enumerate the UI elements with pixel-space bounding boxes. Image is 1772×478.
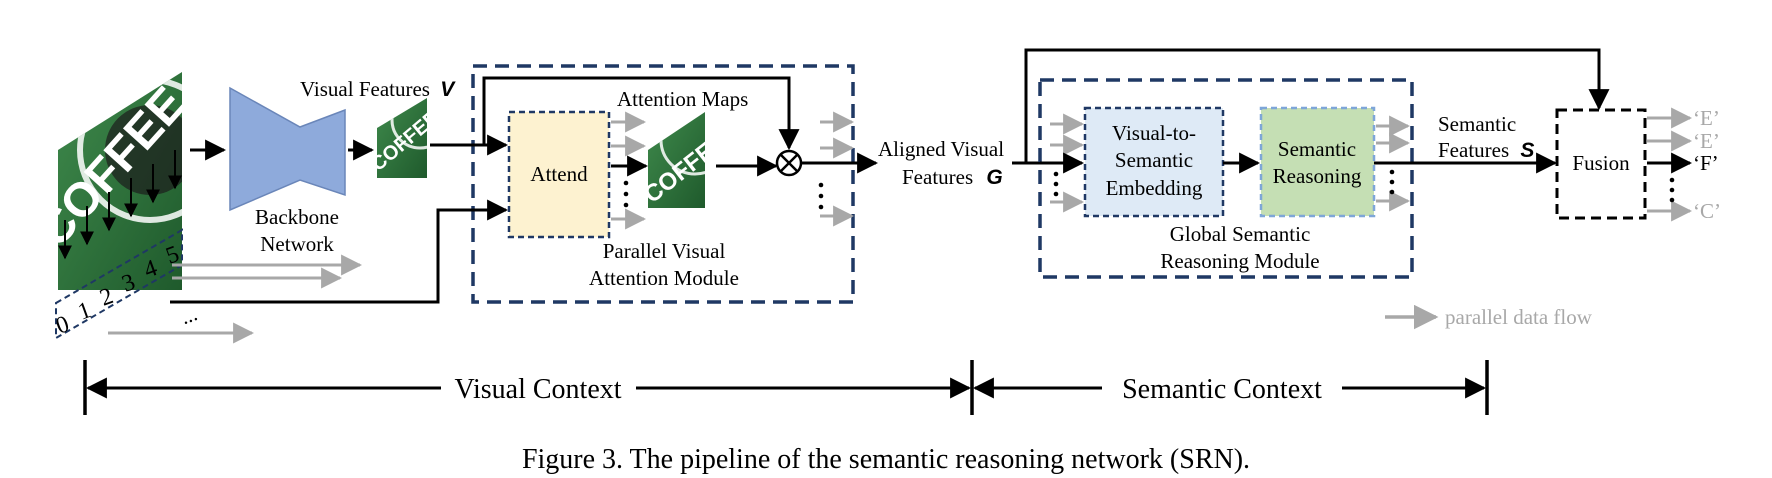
attend-box — [507, 110, 611, 239]
attention-map-image: COFFEE — [648, 112, 705, 208]
vertical-ellipsis — [1389, 169, 1395, 195]
legend: parallel data flow — [1385, 304, 1593, 330]
vertical-ellipsis — [1053, 171, 1059, 197]
attention-maps-label: Attention Maps — [617, 87, 748, 111]
vertical-ellipsis — [1669, 177, 1675, 203]
semantic-context-label: Semantic Context — [1122, 374, 1322, 405]
semantic-features-line1: Semantic — [1438, 112, 1516, 136]
backbone-label-line1: Backbone — [255, 205, 339, 229]
semantic-features-line2: Features S — [1438, 138, 1534, 162]
aligned-features-line2: Features G — [902, 165, 1003, 189]
output-char: ‘C’ — [1693, 199, 1721, 223]
v2s-label-line3: Embedding — [1106, 176, 1203, 200]
fusion-label: Fusion — [1572, 151, 1630, 175]
aligned-features-text: Features — [902, 165, 973, 189]
attend-label: Attend — [530, 162, 588, 186]
semantic-features-symbol: S — [1520, 139, 1534, 162]
bypass-line-to-multiply — [482, 76, 800, 151]
backbone-label-line2: Network — [260, 232, 334, 256]
fusion-box — [1555, 108, 1647, 220]
order-digit: 1 — [75, 297, 95, 326]
v2s-label-line1: Visual-to- — [1112, 121, 1196, 145]
ellipsis-text: ... — [177, 301, 200, 329]
v2s-embedding-box — [1083, 106, 1225, 218]
pvam-dashed-box — [471, 64, 855, 304]
vertical-ellipsis — [818, 182, 824, 210]
input-image: COFFEE — [58, 72, 182, 290]
visual-features-label: Visual Features V — [300, 77, 456, 101]
context-bar — [83, 360, 1489, 415]
v2s-label-line2: Semantic — [1115, 148, 1193, 172]
sr-label-line1: Semantic — [1278, 137, 1356, 161]
aligned-features-symbol: G — [986, 166, 1002, 189]
vertical-ellipsis — [623, 180, 629, 208]
visual-features-image: COFFEE — [377, 98, 427, 178]
visual-context-label: Visual Context — [454, 374, 621, 405]
visual-features-text: Visual Features — [300, 77, 430, 101]
legend-label: parallel data flow — [1445, 305, 1593, 329]
visual-features-symbol: V — [440, 78, 456, 101]
gsrm-label-line1: Global Semantic — [1170, 222, 1311, 246]
bypass-line-to-fusion — [1024, 48, 1610, 163]
pvam-label-line2: Attention Module — [589, 266, 739, 290]
multiply-operator-icon — [775, 149, 803, 177]
sr-label-line2: Reasoning — [1273, 164, 1362, 188]
output-char: ‘F’ — [1693, 151, 1719, 175]
gsrm-dashed-box — [1038, 78, 1414, 279]
pvam-label-line1: Parallel Visual — [603, 239, 726, 263]
backbone-network-shape — [229, 86, 346, 212]
arrow-order-to-attend — [170, 199, 509, 304]
output-char: ‘E’ — [1693, 106, 1720, 130]
semantic-features-text: Features — [1438, 138, 1509, 162]
order-digit: 0 — [53, 311, 73, 340]
position-arrows — [58, 150, 182, 260]
aligned-features-line1: Aligned Visual — [878, 137, 1004, 161]
semantic-reasoning-box — [1259, 106, 1376, 218]
gsrm-label-line2: Reasoning Module — [1160, 249, 1319, 273]
figure-caption: Figure 3. The pipeline of the semantic r… — [522, 444, 1250, 475]
output-char: ‘E’ — [1693, 129, 1720, 153]
